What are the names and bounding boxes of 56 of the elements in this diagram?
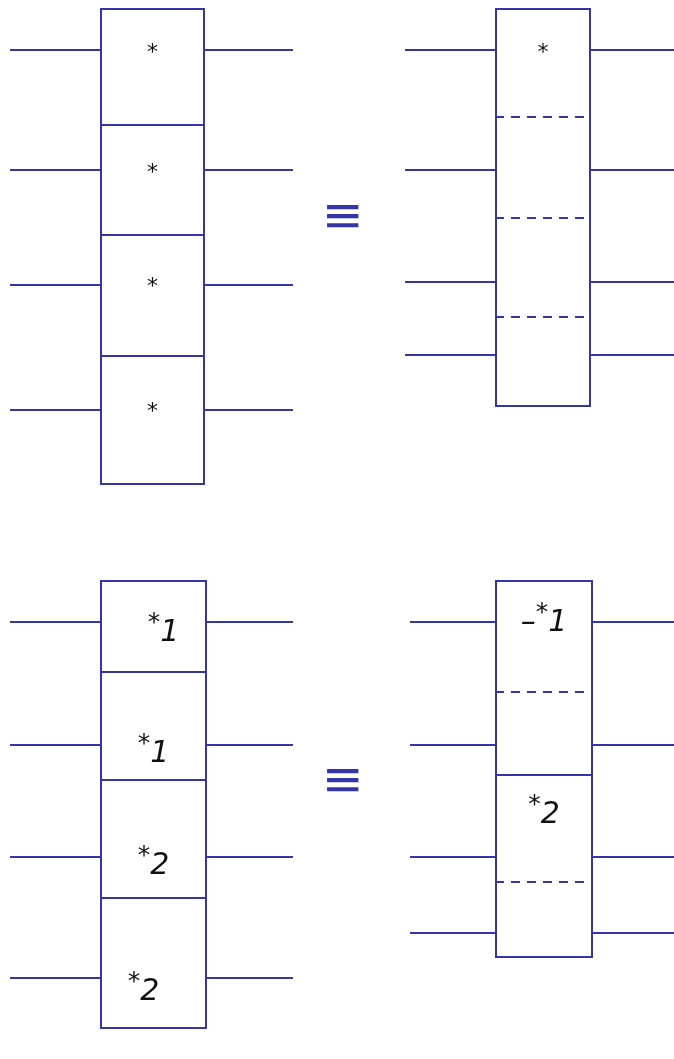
output-line [206, 621, 294, 623]
element-qualifier: $^{*}$1 [146, 609, 181, 646]
element-qualifier: * [146, 275, 159, 297]
output-line [592, 856, 674, 858]
input-line [9, 977, 101, 979]
output-line [204, 409, 294, 411]
logic-element-box [100, 671, 207, 781]
output-line [590, 281, 674, 283]
logic-element-box [100, 897, 207, 1029]
logic-element-box [495, 8, 591, 407]
input-line [409, 621, 496, 623]
input-line [9, 49, 101, 51]
output-line [206, 856, 294, 858]
equivalence-sign: ≡ [322, 754, 364, 804]
output-line [592, 932, 674, 934]
element-qualifier: $^{*}$2 [527, 791, 561, 828]
logic-element-box [100, 124, 205, 236]
element-qualifier: –$^{*}$1 [519, 599, 569, 636]
element-qualifier: $^{*}$1 [136, 730, 171, 767]
input-line [404, 281, 496, 283]
input-line [9, 856, 101, 858]
output-line [592, 744, 674, 746]
input-line [9, 284, 101, 286]
output-line [590, 49, 674, 51]
element-qualifier: * [146, 161, 159, 183]
input-line [9, 621, 101, 623]
output-line [590, 354, 674, 356]
output-line [592, 621, 674, 623]
logic-element-box [100, 779, 207, 899]
output-line [206, 744, 294, 746]
output-line [590, 169, 674, 171]
logic-element-box [100, 8, 205, 126]
output-line [206, 977, 294, 979]
input-line [9, 169, 101, 171]
input-line [9, 409, 101, 411]
input-line [404, 354, 496, 356]
input-line [409, 932, 496, 934]
element-qualifier: $^{*}$2 [126, 968, 161, 1005]
input-line [409, 856, 496, 858]
logic-element-box [100, 355, 205, 485]
logic-element-box [495, 774, 593, 958]
output-line [204, 49, 294, 51]
element-qualifier: * [536, 41, 550, 63]
element-qualifier: $^{*}$2 [136, 842, 171, 879]
input-line [409, 744, 496, 746]
element-qualifier: * [146, 41, 159, 63]
output-line [204, 284, 294, 286]
logic-element-box [100, 234, 205, 357]
equivalence-sign: ≡ [322, 190, 364, 240]
element-qualifier: * [146, 400, 159, 422]
input-line [404, 49, 496, 51]
logic-element-box [495, 580, 593, 776]
input-line [404, 169, 496, 171]
output-line [204, 169, 294, 171]
input-line [9, 744, 101, 746]
logic-element-box [100, 580, 207, 673]
